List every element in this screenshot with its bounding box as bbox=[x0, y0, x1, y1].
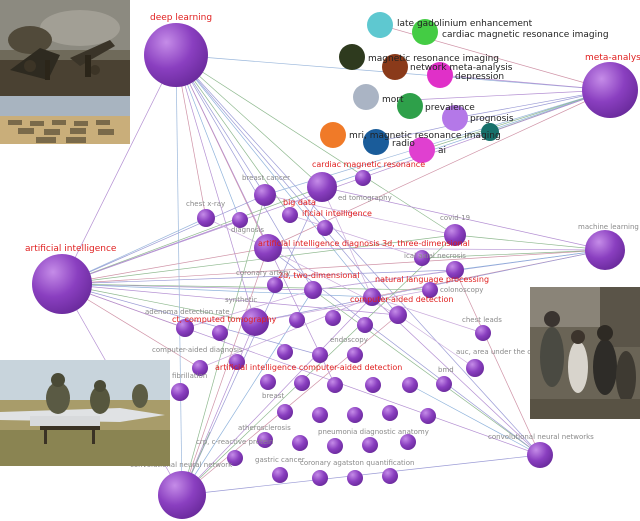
node-inner-10 bbox=[436, 376, 452, 392]
label-chest-leads: chest leads bbox=[462, 316, 502, 324]
node-meta-analysis bbox=[582, 62, 638, 118]
node-inner-9 bbox=[365, 377, 381, 393]
node-inner-8 bbox=[327, 377, 343, 393]
label-mri-full: mri, magnetic resonance imaging bbox=[349, 131, 501, 141]
node-coronary bbox=[312, 470, 328, 486]
node-inner-4 bbox=[277, 344, 293, 360]
node-inner-16 bbox=[362, 437, 378, 453]
node-ai-assisted bbox=[260, 374, 276, 390]
node-inner-18 bbox=[347, 470, 363, 486]
label-breast-cancer: breast cancer bbox=[242, 174, 290, 182]
label-artificial-intelligence: artificial intelligence bbox=[25, 244, 117, 254]
label-late-gadolinium: late gadolinium enhancement bbox=[397, 19, 533, 29]
label-crp: crp, c-reactive protein bbox=[196, 438, 273, 446]
label-atherosclerosis: atherosclerosis bbox=[238, 424, 291, 432]
node-artificial-intelligence-small bbox=[317, 220, 333, 236]
node-inner-14 bbox=[420, 408, 436, 424]
label-adenoma-detection: adenoma detection rate bbox=[145, 308, 230, 316]
node-gastric-cancer bbox=[272, 467, 288, 483]
node-inner-1 bbox=[289, 312, 305, 328]
node-inner-7 bbox=[294, 375, 310, 391]
label-endoscopy: endoscopy bbox=[330, 336, 368, 344]
label-ai: ai bbox=[438, 146, 446, 156]
label-prognosis: prognosis bbox=[470, 114, 514, 124]
label-bmd: bmd bbox=[438, 366, 454, 374]
node-small bbox=[355, 170, 371, 186]
node-inner-12 bbox=[347, 407, 363, 423]
label-cardiac-magnetic-resonance: cardiac magnetic resonance bbox=[312, 160, 425, 169]
label-axial-necrosis: ical axial necrosis bbox=[404, 252, 466, 260]
node-chest-xray bbox=[197, 209, 215, 227]
node-convolutional-neural-networks bbox=[527, 442, 553, 468]
label-diagnosis: diagnosis bbox=[231, 226, 264, 234]
photo-tanks bbox=[0, 96, 130, 144]
node-inner-2 bbox=[325, 310, 341, 326]
label-meta-analysis: meta-analysis bbox=[585, 53, 640, 63]
node-endoscopy bbox=[312, 347, 328, 363]
label-artificial-intelligence-small: ificial intelligence bbox=[302, 209, 372, 218]
label-tomography: ed tomography bbox=[338, 194, 392, 202]
node-inner-19 bbox=[382, 468, 398, 484]
label-machine-learning: machine learning bbox=[578, 223, 639, 231]
node-deep-learning bbox=[144, 23, 208, 87]
label-fibrillation: fibrillation bbox=[172, 372, 207, 380]
label-coronary-artery: coronary artery bbox=[236, 269, 290, 277]
label-prevalence: prevalence bbox=[425, 103, 475, 113]
node-inner-15 bbox=[292, 435, 308, 451]
label-breast: breast bbox=[262, 392, 284, 400]
node-inner-13 bbox=[382, 405, 398, 421]
node-inner-17 bbox=[400, 434, 416, 450]
node-breast-cancer bbox=[254, 184, 276, 206]
label-gastric-cancer: gastric cancer bbox=[255, 456, 305, 464]
node-artificial-intelligence bbox=[32, 254, 92, 314]
label-nlp: natural language processing bbox=[375, 275, 489, 284]
node-big-data bbox=[282, 207, 298, 223]
photo-artillery bbox=[0, 0, 130, 96]
label-cardiac-mri: cardiac magnetic resonance imaging bbox=[442, 30, 609, 40]
label-three-dimensional: 3d, three-dimensional bbox=[382, 239, 470, 248]
node-machine-learning bbox=[585, 230, 625, 270]
label-big-data: big data bbox=[283, 198, 316, 207]
label-ai-diagnosis: artificial intelligence diagnosis bbox=[258, 239, 380, 248]
photo-drone-team bbox=[0, 360, 170, 466]
node-fibrillation bbox=[171, 383, 189, 401]
label-computer-aided-detection: computer-aided detection bbox=[350, 295, 453, 304]
label-radiomics: radio bbox=[392, 139, 415, 149]
node-mri-full bbox=[320, 122, 346, 148]
node-synthetic bbox=[212, 325, 228, 341]
label-pneumonia: pneumonia diagnostic anatomy bbox=[318, 428, 429, 436]
label-deep-learning: deep learning bbox=[150, 13, 212, 23]
node-breast bbox=[277, 404, 293, 420]
node-magnetic-resonance-imaging bbox=[339, 44, 365, 70]
label-computer-aided-diagnosis: computer-aided diagnosis bbox=[152, 346, 243, 354]
label-synthetic: synthetic bbox=[225, 296, 257, 304]
label-covid19: covid-19 bbox=[440, 214, 470, 222]
node-inner-5 bbox=[347, 347, 363, 363]
label-convolutional-neural-networks: convolutional neural networks bbox=[488, 433, 594, 441]
node-inner-11 bbox=[312, 407, 328, 423]
label-coronary: coronary agatston quantification bbox=[300, 459, 414, 467]
node-convolutional-neural-network bbox=[158, 471, 206, 519]
label-ct: ct, computed tomography bbox=[172, 315, 277, 324]
node-auc bbox=[466, 359, 484, 377]
node-axial bbox=[389, 306, 407, 324]
node-two-dimensional bbox=[304, 281, 322, 299]
label-ai-assisted: artificial intelligence computer-aided d… bbox=[215, 363, 402, 372]
node-bmd bbox=[402, 377, 418, 393]
label-chest-xray: chest x-ray bbox=[186, 200, 225, 208]
label-mortality: mort bbox=[382, 95, 404, 105]
photo-soldiers-carrying bbox=[530, 287, 640, 419]
node-inner-3 bbox=[357, 317, 373, 333]
label-colonoscopy: colonoscopy bbox=[440, 286, 483, 294]
node-chest-leads bbox=[475, 325, 491, 341]
node-pneumonia bbox=[327, 438, 343, 454]
node-late-gadolinium bbox=[367, 12, 393, 38]
label-depression: depression bbox=[455, 72, 504, 82]
node-mortality bbox=[353, 84, 379, 110]
